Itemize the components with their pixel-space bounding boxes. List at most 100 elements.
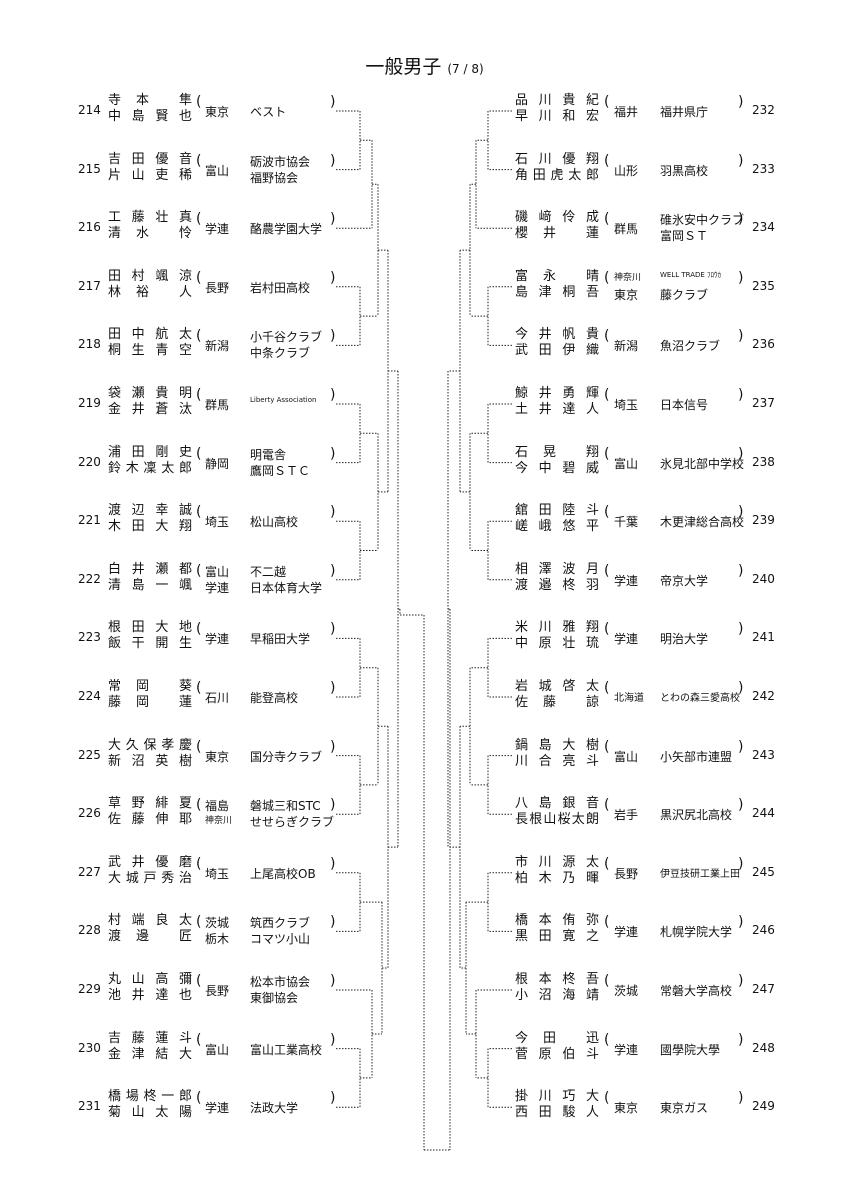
name-char: 田: [532, 167, 546, 183]
close-paren: ): [738, 1090, 744, 1107]
name-char: 菅: [515, 1046, 529, 1062]
name-char: 山: [543, 812, 557, 828]
name-char: 石: [515, 444, 529, 460]
name-char: 野: [131, 796, 145, 812]
affiliation-label: 明電舎: [250, 447, 287, 462]
name-char: 輝: [585, 386, 599, 401]
name-char: 島: [538, 737, 552, 753]
player-1-name: 舘田陸斗: [515, 503, 599, 519]
open-paren: (: [196, 914, 202, 931]
name-char: 耶: [178, 812, 192, 828]
name-char: 鯨: [515, 386, 529, 401]
name-char: 石: [515, 151, 529, 167]
player-1-name: 丸山高彌: [108, 972, 192, 988]
open-paren: (: [604, 1031, 610, 1048]
name-char: 翔: [585, 444, 599, 460]
name-char: 丸: [108, 972, 122, 987]
player-1-name: 富永晴: [515, 269, 599, 285]
close-paren: ): [738, 445, 744, 462]
player-1-name: 米川雅翔: [515, 620, 599, 636]
player-1-name: 袋瀬貴明: [108, 386, 192, 402]
name-char: 之: [585, 929, 599, 945]
prefecture-label: 東京: [205, 749, 230, 764]
seed-number: 244: [752, 806, 775, 821]
name-char: 成: [585, 210, 599, 226]
name-char: 大: [155, 620, 169, 636]
name-char: 宏: [585, 109, 599, 124]
name-char: 蓮: [585, 226, 599, 242]
name-char: 汰: [178, 402, 192, 417]
name-char: 紀: [585, 93, 599, 108]
open-paren: (: [196, 562, 202, 579]
player-2-name: 池井達也: [108, 988, 192, 1004]
seed-number: 249: [752, 1099, 775, 1114]
prefecture-label: 群馬: [205, 398, 230, 412]
name-char: 保: [143, 737, 157, 753]
close-paren: ): [330, 562, 336, 579]
prefecture-label: 神奈川: [205, 816, 233, 827]
affiliation-label: 酪農学園大学: [250, 222, 323, 237]
name-char: 地: [178, 620, 192, 636]
name-char: 島: [131, 577, 145, 593]
affiliation-label: 札幌学院大学: [660, 925, 733, 940]
name-char: 凜: [143, 460, 157, 476]
name-char: 井: [538, 327, 552, 343]
name-char: 翔: [178, 519, 192, 535]
name-char: 貴: [562, 93, 576, 108]
name-char: 早: [515, 109, 529, 124]
name-char: 武: [108, 854, 122, 870]
name-char: 金: [108, 1046, 122, 1062]
name-char: 大: [178, 1046, 192, 1062]
affiliation-label: WELL TRADE ﾌﾛｳｶ: [660, 270, 722, 279]
player-1-name: 今井帆貴: [515, 327, 599, 343]
close-paren: ): [330, 973, 336, 989]
name-char: 黒: [515, 929, 529, 945]
player-2-name: 藤岡蓮: [108, 695, 192, 711]
affiliation-label: 氷見北部中学校: [660, 456, 745, 471]
player-2-name: 武田伊織: [515, 343, 599, 359]
name-char: 威: [585, 460, 599, 476]
open-paren: (: [196, 211, 202, 228]
player-names: 橋場柊一郎菊山太陽: [108, 1089, 192, 1121]
player-names: 浦田剛史鈴木凜太郎: [108, 445, 192, 477]
player-2-name: 中島賢也: [108, 109, 192, 125]
name-char: 原: [538, 636, 552, 652]
close-paren: ): [738, 562, 744, 579]
close-paren: ): [330, 94, 336, 110]
name-char: 川: [538, 1089, 552, 1105]
open-paren: (: [604, 562, 610, 579]
name-char: 蓮: [155, 1030, 169, 1046]
open-paren: (: [196, 328, 202, 345]
player-names: 富永晴島津桐吾: [515, 269, 599, 301]
prefecture-label: 埼玉: [205, 515, 230, 530]
seed-number: 221: [78, 513, 101, 528]
affiliation-label: 東御協会: [250, 991, 299, 1005]
seed-number: 217: [78, 278, 101, 293]
open-paren: (: [604, 914, 610, 931]
prefecture-label: 新潟: [614, 339, 639, 354]
name-char: 貴: [585, 327, 599, 343]
name-char: 良: [155, 913, 169, 929]
affiliation-label: 松本市協会: [250, 975, 311, 989]
close-paren: ): [330, 445, 336, 462]
prefecture-label: 学連: [614, 1042, 639, 1057]
name-char: 隼: [178, 93, 192, 108]
name-char: 中: [131, 327, 145, 343]
player-names: 草野緋夏佐藤伸耶: [108, 796, 192, 828]
seed-number: 245: [752, 864, 775, 879]
open-paren: (: [196, 797, 202, 814]
name-char: 田: [543, 1030, 557, 1046]
name-char: 蒼: [155, 402, 169, 417]
name-char: 峨: [538, 519, 552, 535]
player-1-name: 鍋島大樹: [515, 738, 599, 754]
player-names: 市川源太柏木乃暉: [515, 855, 599, 887]
title-text: 一般男子: [365, 56, 442, 78]
player-names: 掛川巧大西田駿人: [515, 1089, 599, 1121]
seed-number: 247: [752, 982, 775, 996]
close-paren: ): [738, 94, 744, 110]
